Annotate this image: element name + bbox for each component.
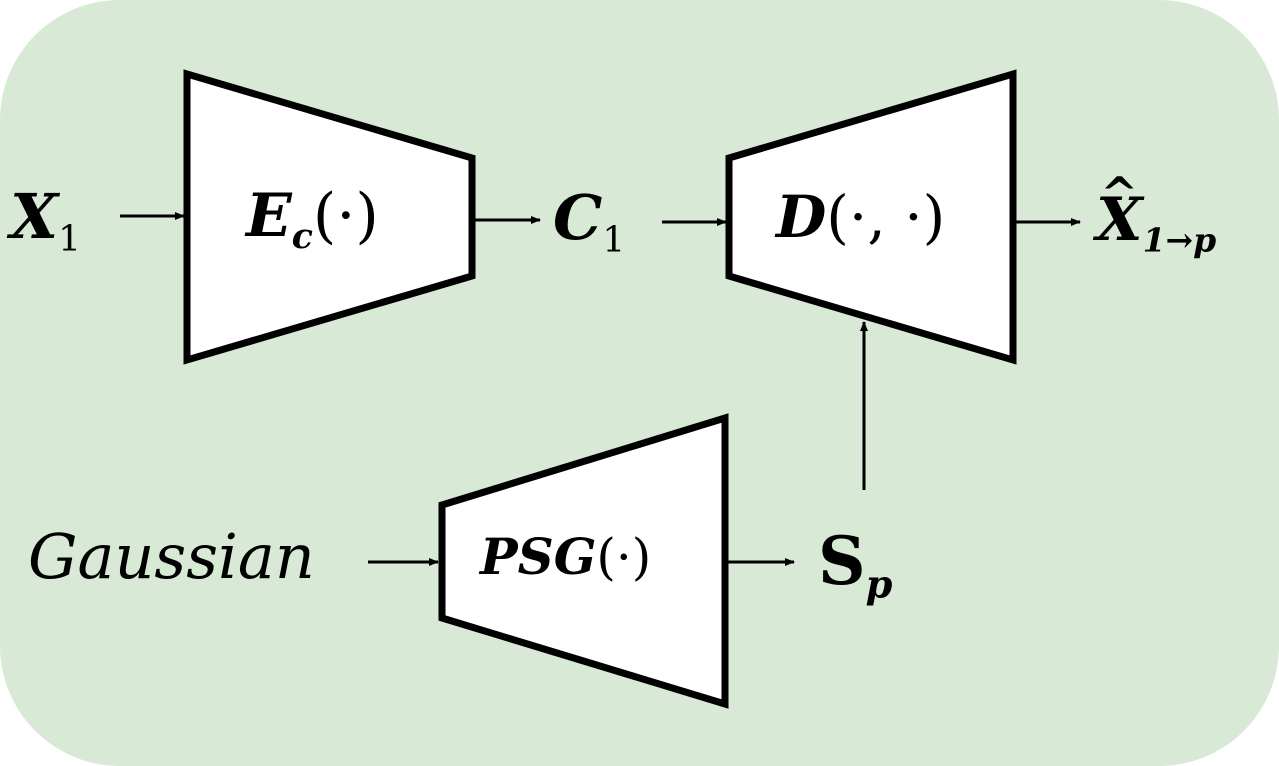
- input-label: X1: [10, 186, 81, 258]
- decoder-block: [725, 69, 1017, 365]
- style-base: S: [818, 522, 866, 600]
- output-hat: ^: [1100, 167, 1139, 221]
- input-subscript: 1: [58, 218, 81, 260]
- style-label: Sp: [818, 528, 892, 605]
- psg-args: (·): [596, 528, 652, 586]
- content-base: C: [553, 181, 603, 254]
- input-base: X: [10, 180, 59, 253]
- gaussian-text: Gaussian: [28, 520, 315, 593]
- content-subscript: 1: [602, 219, 626, 261]
- encoder-subscript: c: [291, 216, 313, 258]
- decoder-base: D: [776, 183, 827, 251]
- psg-label: PSG(·): [480, 532, 651, 583]
- gaussian-label: Gaussian: [28, 526, 315, 588]
- encoder-base: E: [246, 181, 292, 251]
- decoder-args: (·, ·): [826, 183, 946, 251]
- style-subscript: p: [865, 562, 893, 608]
- output-subscript: 1→p: [1142, 220, 1217, 260]
- encoder-label: Ec(·): [246, 186, 379, 255]
- content-label: C1: [553, 187, 625, 259]
- output-hat-group: ^X: [1096, 171, 1143, 250]
- psg-base: PSG: [480, 527, 597, 586]
- psg-block: [438, 413, 729, 709]
- output-base: X: [1096, 185, 1143, 255]
- decoder-label: D(·, ·): [776, 188, 945, 246]
- output-label: ^X1→p: [1096, 171, 1217, 260]
- encoder-block: [183, 69, 476, 365]
- encoder-args: (·): [312, 181, 379, 251]
